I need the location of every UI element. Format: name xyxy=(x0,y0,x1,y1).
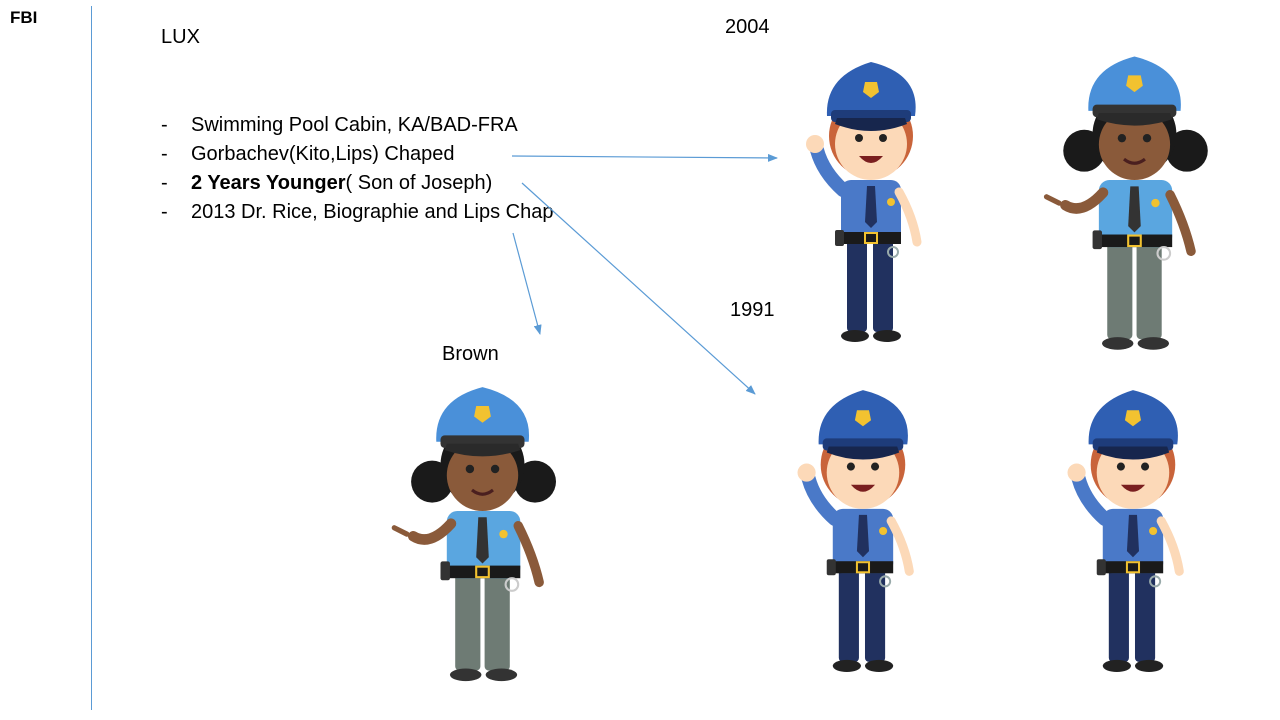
bullet-item: - Swimming Pool Cabin, KA/BAD-FRA xyxy=(161,111,553,140)
bullet-dash: - xyxy=(161,172,168,194)
side-label: FBI xyxy=(10,8,38,27)
bullet-text: Swimming Pool Cabin, KA/BAD-FRA xyxy=(191,114,518,136)
police-officer-boy-icon xyxy=(800,52,950,348)
arrow-to-1991 xyxy=(521,182,756,395)
police-officer-boy-icon xyxy=(792,380,942,678)
police-officer-girl-icon xyxy=(388,376,556,688)
bullet-item: - 2013 Dr. Rice, Biographie and Lips Cha… xyxy=(161,198,553,227)
arrow-to-2004 xyxy=(511,153,778,162)
slide-title: LUX xyxy=(161,26,200,48)
divider-line xyxy=(91,6,92,710)
bullet-list: - Swimming Pool Cabin, KA/BAD-FRA - Gorb… xyxy=(161,111,553,227)
name-label-brown: Brown xyxy=(442,343,499,365)
police-officer-girl-icon xyxy=(1040,46,1208,356)
bullet-item: - 2 Years Younger ( Son of Joseph) xyxy=(161,169,553,198)
police-officer-boy-icon xyxy=(1062,380,1212,678)
bullet-dash: - xyxy=(161,201,168,223)
bullet-dash: - xyxy=(161,143,168,165)
bullet-text: Gorbachev(Kito,Lips) Chaped xyxy=(191,143,455,165)
year-label-2004: 2004 xyxy=(725,16,770,38)
arrow-to-brown xyxy=(512,232,542,335)
bullet-dash: - xyxy=(161,114,168,136)
bullet-bold-text: 2 Years Younger xyxy=(191,172,346,194)
bullet-text: ( Son of Joseph) xyxy=(345,172,493,194)
bullet-item: - Gorbachev(Kito,Lips) Chaped xyxy=(161,140,553,169)
year-label-1991: 1991 xyxy=(730,299,775,321)
bullet-text: 2013 Dr. Rice, Biographie and Lips Chap xyxy=(191,201,554,223)
